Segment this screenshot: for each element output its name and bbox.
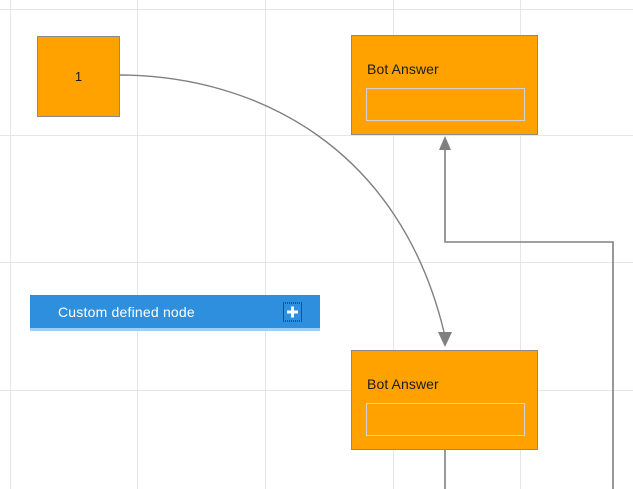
node-bot-answer-top-title: Bot Answer (367, 61, 439, 77)
node-bot-answer-top[interactable]: Bot Answer (351, 35, 538, 135)
node-bot-answer-bottom-slot[interactable] (366, 403, 525, 436)
node-bot-answer-bottom[interactable]: Bot Answer (351, 350, 538, 450)
plus-icon-vertical (291, 306, 294, 317)
node-bot-answer-bottom-title: Bot Answer (367, 376, 439, 392)
node-start[interactable]: 1 (37, 36, 120, 117)
plus-icon[interactable] (283, 302, 302, 321)
node-bot-answer-top-slot[interactable] (366, 88, 525, 121)
node-start-label: 1 (74, 69, 83, 84)
custom-defined-node-bar[interactable]: Custom defined node (30, 295, 320, 328)
custom-defined-node-label: Custom defined node (58, 303, 195, 320)
